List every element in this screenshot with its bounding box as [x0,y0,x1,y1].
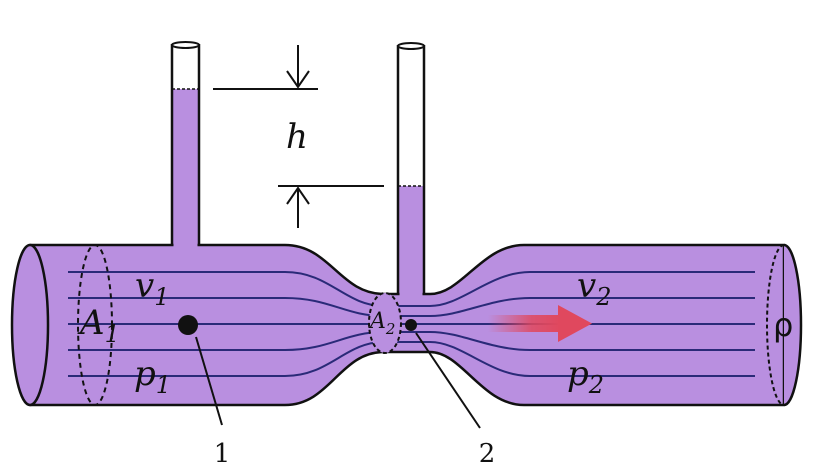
point-2-marker [405,319,417,331]
area-2-label: A2 [368,309,395,338]
tube-1-fluid-column [172,89,199,249]
point-1-label: 1 [214,439,231,469]
pressure-1-label: p1 [134,354,171,399]
pressure-2-label: p2 [567,354,604,399]
streamline [68,297,755,317]
manometer-tube-2 [396,42,426,298]
area-1-label: A1 [77,303,120,348]
point-2-label: 2 [479,439,496,469]
cross-section-a1 [77,244,113,406]
manometer-tube-1 [170,41,201,250]
cross-section-a2 [368,292,402,354]
flow-arrow [488,305,592,342]
tube-2-fluid-column [398,186,424,298]
point-1-marker [178,315,198,335]
point-1-leader [195,336,223,426]
density-label: ρ [773,306,793,344]
height-label: h [286,117,308,157]
height-dimension [213,45,384,228]
streamline [68,331,755,351]
velocity-2-label: v2 [577,266,612,311]
outlet-end-cap [783,243,803,407]
velocity-1-label: v1 [135,266,170,311]
inlet-end-cap [10,243,50,407]
point-2-leader [415,332,481,429]
